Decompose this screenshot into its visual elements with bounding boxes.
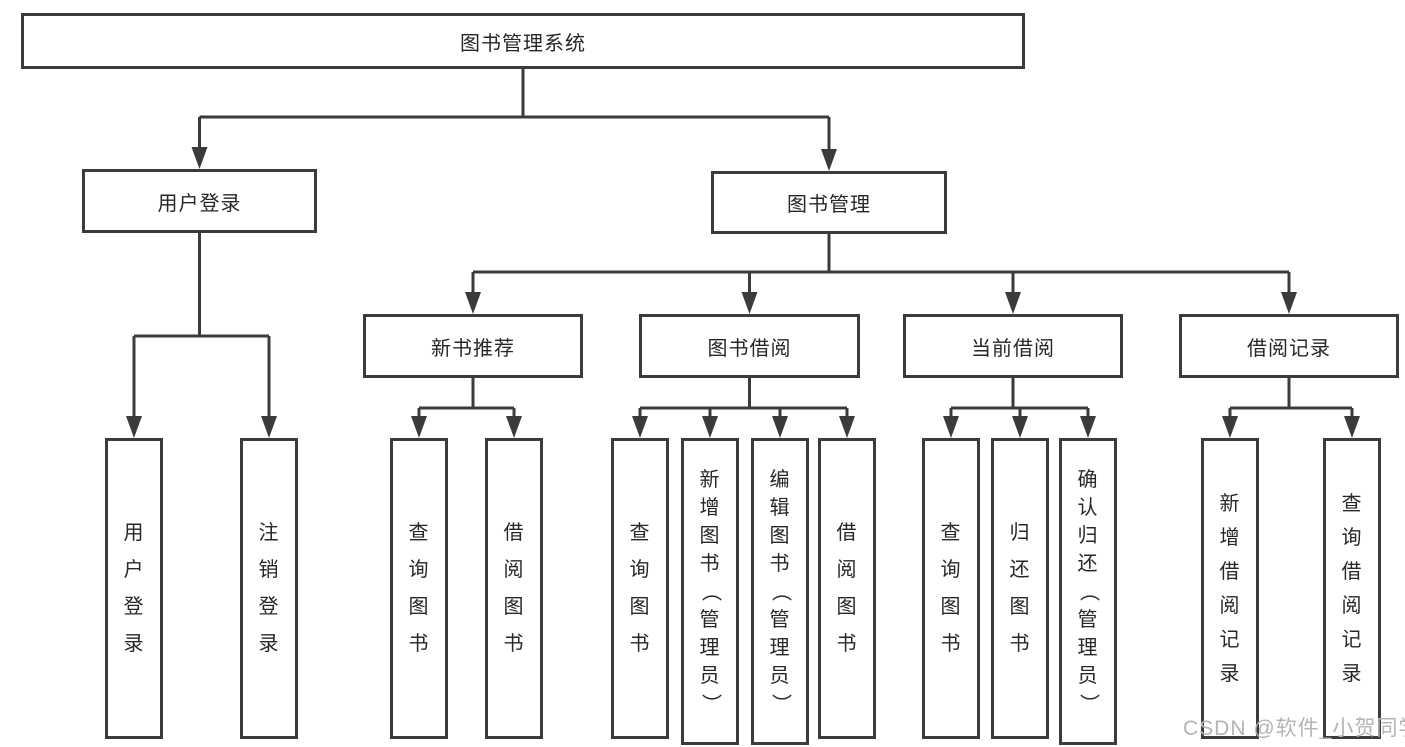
- arrow-down-icon: [506, 416, 522, 438]
- arrow-down-icon: [821, 149, 837, 171]
- arrow-down-icon: [741, 292, 758, 314]
- leaf-query-books-current: 查询图书: [922, 438, 980, 739]
- leaf-confirm-return-admin: 确认归还（管理员）: [1059, 438, 1117, 745]
- arrow-down-icon: [1080, 416, 1096, 438]
- arrow-down-icon: [1281, 292, 1297, 314]
- node-root: 图书管理系统: [21, 13, 1025, 69]
- leaf-query-books-borrowing: 查询图书: [611, 438, 669, 739]
- connector-book-management: [465, 234, 1297, 314]
- leaf-borrow-books-borrowing: 借阅图书: [818, 438, 876, 739]
- arrow-down-icon: [632, 416, 648, 438]
- node-user-login: 用户登录: [82, 169, 317, 233]
- node-current-borrowing: 当前借阅: [903, 314, 1123, 378]
- arrow-down-icon: [839, 416, 855, 438]
- leaf-query-books-recommend: 查询图书: [390, 438, 448, 739]
- arrow-down-icon: [191, 147, 208, 169]
- arrow-down-icon: [943, 416, 959, 438]
- arrow-down-icon: [411, 416, 427, 438]
- connector-borrow-records: [1222, 378, 1360, 438]
- connector-new-book-recommend: [411, 378, 522, 438]
- node-borrow-records: 借阅记录: [1179, 314, 1399, 378]
- leaf-edit-book-admin: 编辑图书（管理员）: [751, 438, 809, 745]
- leaf-borrow-books-recommend: 借阅图书: [485, 438, 543, 739]
- arrow-down-icon: [1005, 292, 1021, 314]
- connector-user-login: [126, 233, 277, 438]
- arrow-down-icon: [126, 416, 142, 438]
- arrow-down-icon: [1012, 416, 1028, 438]
- arrow-down-icon: [772, 416, 788, 438]
- connector-root: [191, 69, 837, 171]
- csdn-watermark: CSDN @软件_小贺同学: [1183, 717, 1405, 740]
- leaf-add-borrow-record: 新增借阅记录: [1201, 438, 1259, 739]
- node-book-management: 图书管理: [711, 171, 947, 234]
- node-new-book-recommend: 新书推荐: [363, 314, 583, 378]
- arrow-down-icon: [702, 416, 718, 438]
- node-book-borrowing: 图书借阅: [639, 314, 860, 378]
- leaf-query-borrow-record: 查询借阅记录: [1323, 438, 1381, 739]
- leaf-return-books: 归还图书: [991, 438, 1049, 739]
- arrow-down-icon: [1222, 416, 1238, 438]
- arrow-down-icon: [465, 292, 481, 314]
- leaf-add-book-admin: 新增图书（管理员）: [681, 438, 739, 745]
- connector-current-borrowing: [943, 378, 1096, 438]
- arrow-down-icon: [261, 416, 277, 438]
- leaf-user-login: 用户登录: [105, 438, 163, 739]
- connector-book-borrowing: [632, 378, 855, 438]
- arrow-down-icon: [1344, 416, 1360, 438]
- leaf-logout: 注销登录: [240, 438, 298, 739]
